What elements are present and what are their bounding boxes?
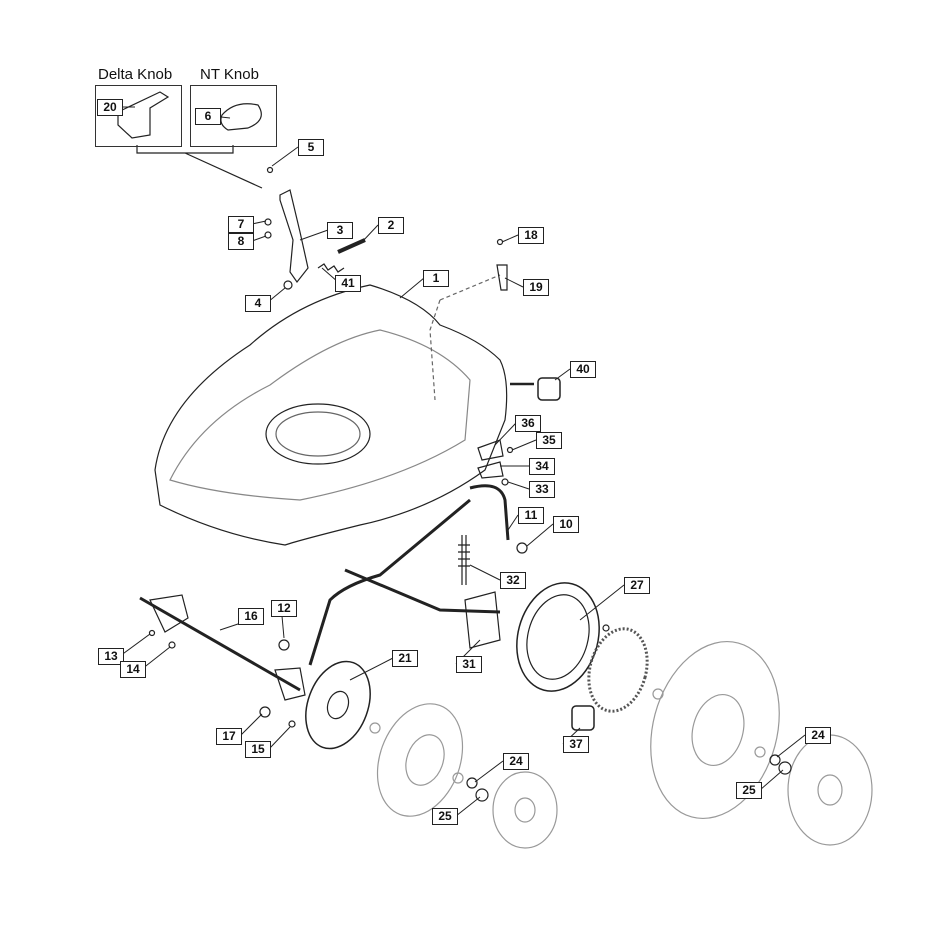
part-label-5: 5	[298, 139, 324, 156]
part-label-15: 15	[245, 741, 271, 758]
part-label-36: 36	[515, 415, 541, 432]
handle-bracket	[279, 189, 309, 284]
part-label-32: 32	[500, 572, 526, 589]
nt-knob-shape	[220, 103, 262, 131]
front-hubcap	[492, 771, 558, 849]
inset-delta-knob	[95, 85, 182, 147]
part-label-31: 31	[456, 656, 482, 673]
inset-connector	[136, 145, 263, 189]
drive-gear	[587, 627, 649, 713]
part-label-19: 19	[523, 279, 549, 296]
rear-bracket	[464, 591, 501, 649]
part-label-4: 4	[245, 295, 271, 312]
part-label-24-rear: 24	[805, 727, 831, 744]
deck-body	[154, 284, 508, 546]
part-label-12: 12	[271, 600, 297, 617]
motor-opening	[265, 403, 371, 465]
part-label-21: 21	[392, 650, 418, 667]
front-inner-disc	[305, 660, 371, 750]
part-label-35: 35	[536, 432, 562, 449]
delta-knob-shape	[117, 91, 170, 139]
part-label-2: 2	[378, 217, 404, 234]
part-label-24-front: 24	[503, 753, 529, 770]
part-label-20: 20	[97, 99, 123, 116]
part-label-6: 6	[195, 108, 221, 125]
inset-nt-knob	[190, 85, 277, 147]
part-label-16: 16	[238, 608, 264, 625]
rear-hubcap	[787, 734, 873, 846]
part-label-14: 14	[120, 661, 146, 678]
part-label-40: 40	[570, 361, 596, 378]
rear-inner-disc	[516, 582, 600, 692]
part-label-8: 8	[228, 233, 254, 250]
part-label-25-rear: 25	[736, 782, 762, 799]
inset-title-nt-knob: NT Knob	[200, 66, 259, 83]
front-wheel	[376, 703, 464, 817]
inset-title-delta-knob: Delta Knob	[98, 66, 173, 83]
part-label-41: 41	[335, 275, 361, 292]
part-label-34: 34	[529, 458, 555, 475]
part-label-27: 27	[624, 577, 650, 594]
part-label-13: 13	[98, 648, 124, 665]
part-label-25-front: 25	[432, 808, 458, 825]
part-label-37: 37	[563, 736, 589, 753]
part-label-33: 33	[529, 481, 555, 498]
part-label-11: 11	[518, 507, 544, 524]
part-label-18: 18	[518, 227, 544, 244]
part-label-3: 3	[327, 222, 353, 239]
part-label-7: 7	[228, 216, 254, 233]
part-label-17: 17	[216, 728, 242, 745]
rear-wheel	[650, 640, 780, 820]
part-label-1: 1	[423, 270, 449, 287]
part-label-10: 10	[553, 516, 579, 533]
